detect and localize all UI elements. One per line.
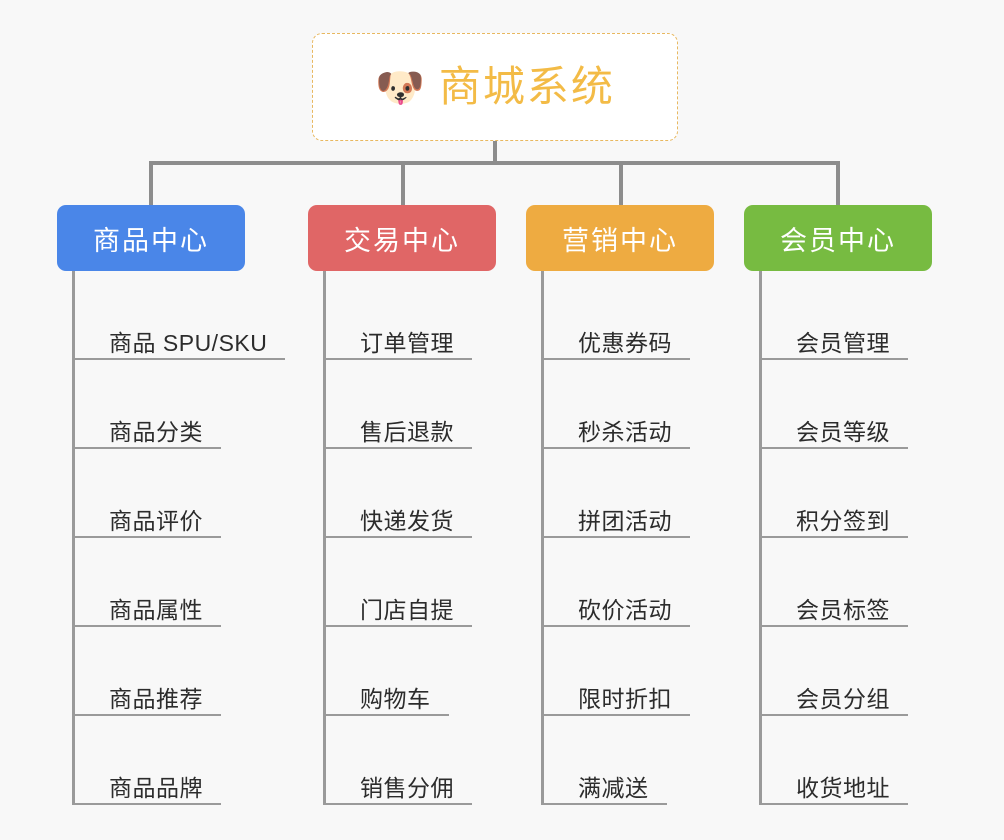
list-item-label: 订单管理 bbox=[360, 329, 454, 356]
category-header-marketing-center[interactable]: 营销中心 bbox=[526, 205, 714, 271]
leaf-list-product-center: 商品 SPU/SKU 商品分类 商品评价 商品属性 商品推荐 商品品牌 bbox=[72, 271, 287, 805]
connector-root-stem bbox=[493, 141, 497, 164]
list-item[interactable]: 会员管理 bbox=[762, 271, 908, 360]
list-item-label: 收货地址 bbox=[796, 774, 890, 801]
shiba-dog-face-icon: 🐶 bbox=[375, 66, 425, 110]
category-header-label: 会员中心 bbox=[780, 225, 896, 256]
list-item-label: 售后退款 bbox=[360, 418, 454, 445]
list-item-label: 优惠券码 bbox=[578, 329, 672, 356]
list-item-label: 购物车 bbox=[360, 685, 431, 712]
list-item[interactable]: 积分签到 bbox=[762, 449, 908, 538]
list-item[interactable]: 会员分组 bbox=[762, 627, 908, 716]
list-item-label: 商品推荐 bbox=[109, 685, 203, 712]
list-item[interactable]: 门店自提 bbox=[326, 538, 472, 627]
list-item[interactable]: 秒杀活动 bbox=[544, 360, 690, 449]
list-item-label: 商品评价 bbox=[109, 507, 203, 534]
category-header-trade-center[interactable]: 交易中心 bbox=[308, 205, 496, 271]
list-item[interactable]: 快递发货 bbox=[326, 449, 472, 538]
list-item-label: 拼团活动 bbox=[578, 507, 672, 534]
list-item[interactable]: 商品推荐 bbox=[75, 627, 221, 716]
list-item[interactable]: 满减送 bbox=[544, 716, 667, 805]
list-item-label: 会员标签 bbox=[796, 596, 890, 623]
list-item-label: 商品分类 bbox=[109, 418, 203, 445]
list-item-label: 商品属性 bbox=[109, 596, 203, 623]
list-item-label: 快递发货 bbox=[360, 507, 454, 534]
root-node-title: 商城系统 bbox=[438, 63, 615, 110]
leaf-list-marketing-center: 优惠券码 秒杀活动 拼团活动 砍价活动 限时折扣 满减送 bbox=[541, 271, 756, 805]
category-header-product-center[interactable]: 商品中心 bbox=[57, 205, 245, 271]
connector-drop-marketing-center bbox=[619, 161, 623, 207]
list-item-label: 门店自提 bbox=[360, 596, 454, 623]
list-item-label: 满减送 bbox=[578, 774, 649, 801]
category-header-label: 商品中心 bbox=[93, 225, 209, 256]
list-item[interactable]: 商品 SPU/SKU bbox=[75, 271, 286, 360]
list-item[interactable]: 会员标签 bbox=[762, 538, 908, 627]
list-item[interactable]: 会员等级 bbox=[762, 360, 908, 449]
list-item[interactable]: 拼团活动 bbox=[544, 449, 690, 538]
list-item[interactable]: 砍价活动 bbox=[544, 538, 690, 627]
list-item-label: 会员分组 bbox=[796, 685, 890, 712]
list-item-label: 销售分佣 bbox=[360, 774, 454, 801]
list-item[interactable]: 购物车 bbox=[326, 627, 449, 716]
list-item[interactable]: 收货地址 bbox=[762, 716, 908, 805]
list-item[interactable]: 商品属性 bbox=[75, 538, 221, 627]
column-member-center: 会员中心 会员管理 会员等级 积分签到 会员标签 会员分组 收货地址 bbox=[744, 205, 974, 805]
column-marketing-center: 营销中心 优惠券码 秒杀活动 拼团活动 砍价活动 限时折扣 满减送 bbox=[526, 205, 756, 805]
list-item-label: 会员等级 bbox=[796, 418, 890, 445]
connector-horizontal-bus bbox=[149, 161, 839, 165]
list-item-label: 限时折扣 bbox=[578, 685, 672, 712]
list-item[interactable]: 限时折扣 bbox=[544, 627, 690, 716]
category-header-member-center[interactable]: 会员中心 bbox=[744, 205, 932, 271]
connector-drop-member-center bbox=[836, 161, 840, 207]
list-item[interactable]: 商品评价 bbox=[75, 449, 221, 538]
connector-drop-product-center bbox=[149, 161, 153, 207]
column-trade-center: 交易中心 订单管理 售后退款 快递发货 门店自提 购物车 销售分佣 bbox=[308, 205, 538, 805]
list-item-label: 商品 SPU/SKU bbox=[109, 329, 268, 356]
list-item[interactable]: 商品分类 bbox=[75, 360, 221, 449]
connector-drop-trade-center bbox=[401, 161, 405, 207]
list-item[interactable]: 商品品牌 bbox=[75, 716, 221, 805]
list-item-label: 砍价活动 bbox=[578, 596, 672, 623]
leaf-list-trade-center: 订单管理 售后退款 快递发货 门店自提 购物车 销售分佣 bbox=[323, 271, 538, 805]
root-node-mall-system[interactable]: 🐶 商城系统 bbox=[312, 33, 678, 141]
list-item[interactable]: 售后退款 bbox=[326, 360, 472, 449]
category-header-label: 交易中心 bbox=[344, 225, 460, 256]
list-item[interactable]: 订单管理 bbox=[326, 271, 472, 360]
column-product-center: 商品中心 商品 SPU/SKU 商品分类 商品评价 商品属性 商品推荐 商品品牌 bbox=[57, 205, 287, 805]
list-item-label: 会员管理 bbox=[796, 329, 890, 356]
leaf-list-member-center: 会员管理 会员等级 积分签到 会员标签 会员分组 收货地址 bbox=[759, 271, 974, 805]
list-item-label: 商品品牌 bbox=[109, 774, 203, 801]
list-item[interactable]: 优惠券码 bbox=[544, 271, 690, 360]
list-item-label: 秒杀活动 bbox=[578, 418, 672, 445]
list-item-label: 积分签到 bbox=[796, 507, 890, 534]
list-item[interactable]: 销售分佣 bbox=[326, 716, 472, 805]
category-header-label: 营销中心 bbox=[562, 225, 678, 256]
